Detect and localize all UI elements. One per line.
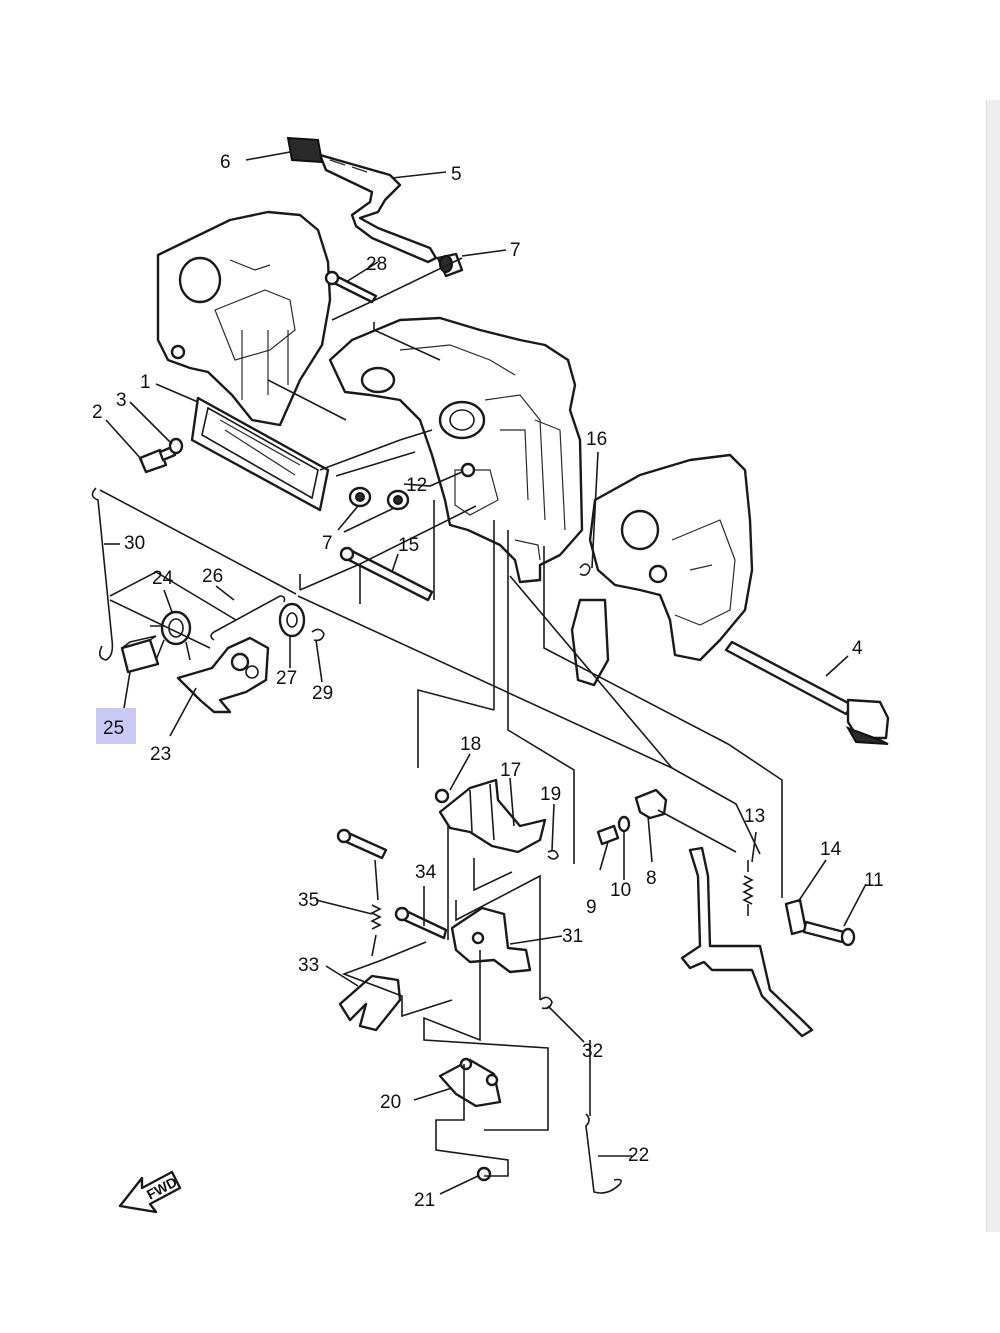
bracket-part-17 xyxy=(438,778,547,854)
part-number-labels: 6 5 7 28 1 3 2 16 12 7 30 15 24 26 4 27 … xyxy=(92,152,884,1211)
block-part-25 xyxy=(120,635,160,674)
clip-part-21 xyxy=(476,1166,492,1182)
clip-part-18 xyxy=(434,788,450,804)
bushing-part-7-top xyxy=(436,252,464,278)
bolt-part-2 xyxy=(138,445,177,474)
pin-part-9-10-8 xyxy=(596,788,668,846)
label-15: 15 xyxy=(398,535,419,556)
spring-part-24 xyxy=(150,610,192,661)
label-33: 33 xyxy=(298,955,319,976)
assembly-guide-lines xyxy=(99,257,783,1177)
grip-part-6 xyxy=(286,136,324,164)
pin-part-12 xyxy=(460,462,476,478)
label-2: 2 xyxy=(92,402,103,423)
label-5: 5 xyxy=(451,164,462,185)
spring-part-19 xyxy=(547,849,559,860)
lever-part-31 xyxy=(450,906,532,974)
clip-part-16 xyxy=(579,563,591,576)
label-6: 6 xyxy=(220,152,231,173)
long-bolt-part-4 xyxy=(724,640,890,745)
label-29: 29 xyxy=(312,683,333,704)
label-30: 30 xyxy=(124,533,145,554)
label-26: 26 xyxy=(202,566,223,587)
plate-part-27 xyxy=(278,602,306,638)
label-22: 22 xyxy=(628,1145,649,1166)
rod-part-30 xyxy=(91,487,114,661)
page-edge xyxy=(986,100,1000,1232)
label-34: 34 xyxy=(415,862,437,883)
label-19: 19 xyxy=(540,784,561,805)
label-25: 25 xyxy=(103,718,124,739)
lever-part-20 xyxy=(438,1057,502,1108)
label-21: 21 xyxy=(414,1190,435,1211)
label-11: 11 xyxy=(864,870,884,891)
label-28: 28 xyxy=(366,254,387,275)
highlight-part-25 xyxy=(96,708,136,744)
swivel-bracket xyxy=(328,316,584,584)
clip-part-29 xyxy=(311,628,325,642)
label-9: 9 xyxy=(586,897,597,918)
rod-part-22 xyxy=(585,1113,622,1194)
label-7-top: 7 xyxy=(510,240,521,261)
lever-part-14 xyxy=(680,846,814,1038)
label-35: 35 xyxy=(298,890,319,911)
label-18: 18 xyxy=(460,734,481,755)
label-13: 13 xyxy=(744,806,765,827)
label-10: 10 xyxy=(610,880,631,901)
lever-part-5 xyxy=(318,153,438,264)
label-32: 32 xyxy=(582,1041,603,1062)
label-31: 31 xyxy=(562,926,583,947)
label-4: 4 xyxy=(852,638,863,659)
label-8: 8 xyxy=(646,868,657,889)
plate-part-1 xyxy=(190,396,330,512)
clip-part-32 xyxy=(539,996,553,1010)
shaft-part-15 xyxy=(339,546,434,602)
label-20: 20 xyxy=(380,1092,401,1113)
forward-direction-arrow: FWD xyxy=(118,1170,182,1214)
label-16: 16 xyxy=(586,429,607,450)
label-7-lower: 7 xyxy=(322,533,333,554)
right-clamp-bracket xyxy=(570,453,754,687)
label-23: 23 xyxy=(150,744,171,765)
left-clamp-bracket xyxy=(156,210,332,427)
label-3: 3 xyxy=(116,390,127,411)
label-17: 17 xyxy=(500,760,521,781)
bushings-part-7-lower xyxy=(348,486,410,511)
label-12: 12 xyxy=(406,475,427,496)
pin-part-35-34 xyxy=(336,828,448,957)
washer-part-3 xyxy=(168,437,184,455)
label-1: 1 xyxy=(140,372,151,393)
bolt-part-11 xyxy=(802,920,856,947)
label-24: 24 xyxy=(152,568,174,589)
cam-part-23 xyxy=(176,636,270,714)
label-14: 14 xyxy=(820,839,842,860)
shaft-part-28 xyxy=(324,270,378,304)
spring-part-26 xyxy=(210,595,286,641)
spring-part-13 xyxy=(742,860,754,916)
label-27: 27 xyxy=(276,668,297,689)
label-leader-lines xyxy=(104,151,867,1195)
